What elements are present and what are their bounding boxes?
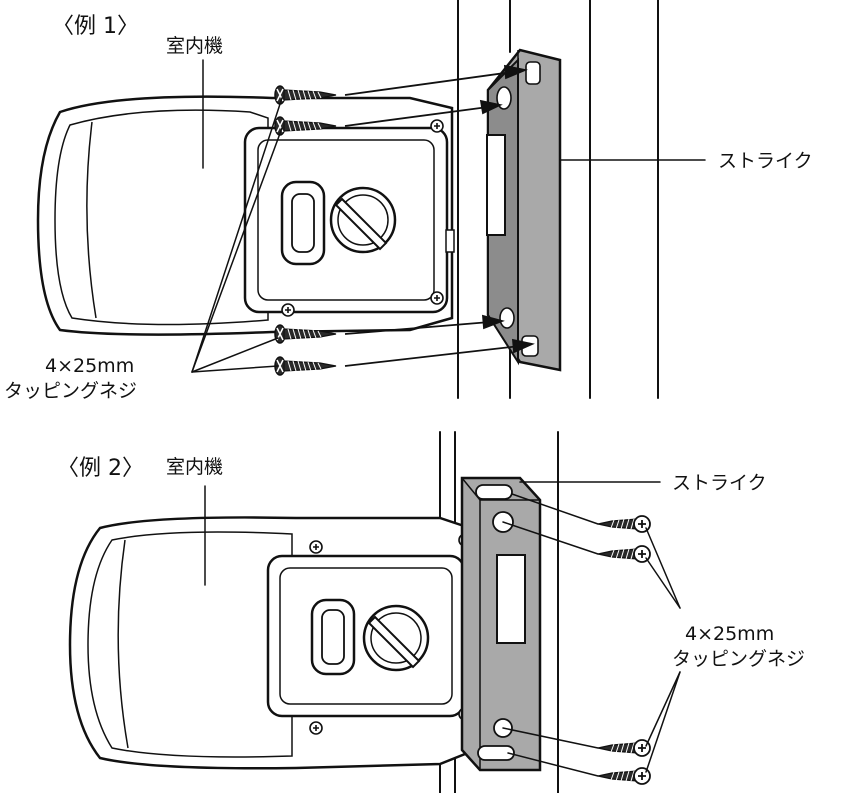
example2-screw-spec-line2: タッピングネジ bbox=[672, 648, 805, 670]
leader-lines bbox=[204, 481, 681, 773]
plate-screw-left bbox=[281, 303, 295, 317]
tapping-screw-1 bbox=[597, 515, 651, 533]
plate-screw-top bbox=[430, 119, 444, 133]
example1-screw-spec-line2: タッピングネジ bbox=[4, 380, 137, 402]
example1-group: 〈例 1〉 室内機 ストライク 4×25mm タッピングネジ bbox=[4, 0, 813, 402]
thumb-slot bbox=[310, 598, 356, 676]
example2-strike-label: ストライク bbox=[672, 472, 767, 494]
guide-lines bbox=[502, 493, 599, 777]
example2-indoor-unit-label: 室内機 bbox=[166, 456, 223, 478]
example1-strike-label: ストライク bbox=[718, 150, 813, 172]
tapping-screw-4 bbox=[597, 767, 651, 785]
example1-screw-spec-line1: 4×25mm bbox=[45, 355, 134, 377]
tapping-screws bbox=[597, 515, 651, 785]
example2-screw-spec-line1: 4×25mm bbox=[685, 623, 774, 645]
strike-plate bbox=[486, 48, 562, 372]
tapping-screw-2 bbox=[597, 545, 651, 563]
thumb-slot bbox=[280, 180, 326, 266]
thumb-turn-knob bbox=[329, 186, 397, 254]
example2-caption: 〈例 2〉 bbox=[57, 456, 144, 481]
example1-caption: 〈例 1〉 bbox=[52, 14, 139, 39]
tapping-screw-3 bbox=[597, 739, 651, 757]
plate-screw-bottom bbox=[430, 291, 444, 305]
thumb-turn-knob bbox=[362, 604, 430, 672]
insertion-arrows bbox=[344, 64, 535, 367]
tapping-screw-4 bbox=[274, 356, 337, 376]
plate-screw-left-top bbox=[309, 540, 323, 554]
example2-group: 〈例 2〉 室内機 ストライク 4×25mm タッピングネジ bbox=[57, 431, 805, 793]
example1-indoor-unit-label: 室内機 bbox=[166, 35, 223, 57]
door-frame-lines bbox=[457, 0, 659, 399]
strike-plate bbox=[460, 476, 542, 772]
plate-screw-left-bottom bbox=[309, 721, 323, 735]
leader-lines bbox=[191, 59, 706, 373]
